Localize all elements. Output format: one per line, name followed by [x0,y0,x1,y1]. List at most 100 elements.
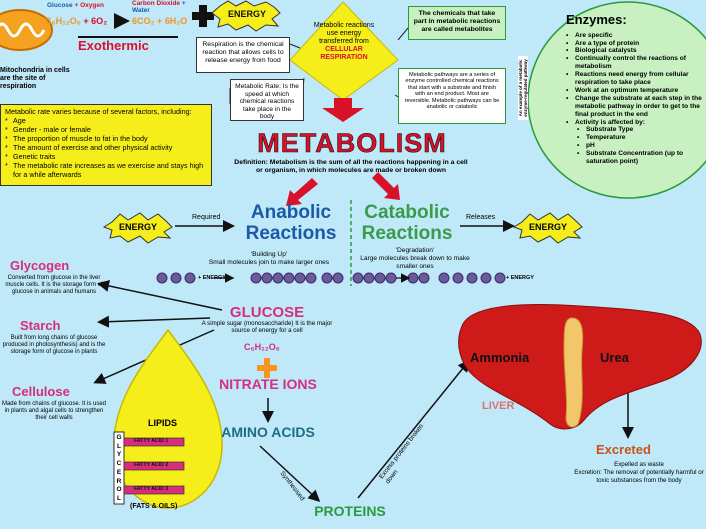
metabolic-rate-def-note: Metabolic Rate: Is the speed at which ch… [230,79,304,121]
equation-reactants: Glucose + Oxygen [47,2,104,9]
lipids-title: LIPIDS [148,418,178,428]
mitochondria-note: Mitochondria in cells are the site of re… [0,67,70,91]
enzyme-sub-item: Substrate Concentration (up to saturatio… [566,150,706,166]
equation-products: Carbon Dioxide + Water [132,0,186,14]
glycerol-letter: L [117,442,121,450]
enzymes-panel: Enzymes: Are specific Are a type of prot… [566,12,706,166]
catabolic-description: Large molecules break down to make small… [360,254,470,270]
anabolic-description: Small molecules join to make larger ones [208,258,330,266]
enzyme-item: Activity is affected by: [566,119,706,127]
arrow-to-anabolic-icon [286,178,318,206]
energy-label-left: ENERGY [119,222,158,232]
factor-item: The amount of exercise and other physica… [5,143,207,152]
factor-item: Genetic traits [5,152,207,161]
respiration-note: Respiration is the chemical reaction tha… [196,37,290,73]
enzyme-item: Reactions need energy from cellular resp… [566,71,706,87]
metabolic-rate-heading: Metabolic rate varies because of several… [5,107,192,116]
catabolic-title-line1: Catabolic [364,202,450,223]
starch-title: Starch [20,318,61,333]
glucose-formula: C₆H₁₂O₆ [45,16,81,26]
orange-plus-icon [257,358,277,378]
oxygen-label: Oxygen [80,2,104,9]
enzyme-item: Work at an optimum temperature [566,87,706,95]
anabolic-subtitle: 'Building Up' [250,251,288,258]
releases-label: Releases [466,214,496,221]
lipids-footer: (FATS & OILS) [130,503,178,510]
excreted-title: Excreted [596,442,651,457]
glycogen-desc: Converted from glucose in the liver musc… [5,275,103,296]
excreted-desc-2: Excretion: The removal of potentially ha… [574,468,704,484]
fatty-acid-bars [123,437,185,495]
glycerol-letter: C [116,460,122,468]
glycerol-letter: E [116,468,122,476]
enzymes-title: Enzymes: [566,12,627,27]
pathways-note: Metabolic pathways are a series of enzym… [398,68,506,124]
metabolic-rate-list: Age Gender - male or female The proporti… [5,116,207,179]
urea-label: Urea [600,350,629,365]
products-formula: 6CO₂ + 6H₂O [132,16,188,26]
metabolic-rate-box: Metabolic rate varies because of several… [0,104,212,186]
plus-icon [192,5,214,27]
glucose-desc: A simple sugar (monosaccharide) It is th… [201,320,333,335]
energy-label-right: ENERGY [529,222,568,232]
proteins-title: PROTEINS [314,503,386,519]
metabolic-reactions-text: Metabolic reactions use energy transferr… [313,22,375,46]
metabolic-reactions-note: Metabolic reactions use energy transferr… [312,22,376,62]
catabolic-subtitle: 'Degradation' [395,247,435,254]
glucose-label: Glucose [47,2,73,9]
arrow-to-catabolic-icon [372,172,400,200]
liver-label: LIVER [482,400,515,412]
metabolites-note: The chemicals that take part in metaboli… [408,6,506,40]
catabolic-plus-energy: + ENERGY [506,275,534,281]
cellulose-desc: Made from chains of glucose. It is used … [1,401,107,422]
catabolic-title-line2: Reactions [361,222,453,244]
excreted-desc-1: Expelled as waste [614,461,664,468]
equation-formula: C₆H₁₂O₆ + 6O₂ [45,16,107,26]
fatty-acid-3: FATTY ACID 3 [134,486,169,492]
enzyme-item: Are specific [566,32,706,40]
anabolic-desc: 'Building Up' Small molecules join to ma… [194,251,344,267]
glucose-formula-center: C₆H₁₂O₆ [244,342,280,352]
enzyme-item: Biological catalysts [566,47,706,55]
fatty-acid-1: FATTY ACID 1 [134,438,169,444]
glycerol-letters: G L Y C E R O L [114,434,124,504]
ammonia-label: Ammonia [470,350,530,365]
glycogen-title: Glycogen [10,258,70,273]
enzyme-sub-item: Substrate Type [566,126,706,134]
glycerol-letter: Y [116,451,122,459]
energy-burst-icon [211,0,281,32]
carbon-dioxide-label: Carbon Dioxide [132,0,181,7]
factor-item: The proportion of muscle to fat in the b… [5,134,207,143]
cellular-respiration-label: CELLULAR RESPIRATION [320,46,368,62]
enzyme-sub-item: Temperature [566,134,706,142]
enzyme-item: Are a type of protein [566,40,706,48]
excreted-desc: Expelled as waste Excretion: The removal… [572,461,706,484]
enzyme-side-note: An example of a metabolic enzyme-regulat… [518,56,528,120]
exothermic-label: Exothermic [78,36,178,53]
catabolic-desc: 'Degradation' Large molecules break down… [356,247,474,271]
mitochondria-icon [0,9,53,51]
catabolic-title: Catabolic Reactions [352,202,462,245]
anabolic-molecules [156,272,506,284]
glycerol-letter: G [116,434,122,441]
gallbladder-shape [563,317,584,428]
glucose-title: GLUCOSE [229,304,305,321]
enzymes-list: Are specific Are a type of protein Biolo… [566,32,706,166]
anabolic-title: Anabolic Reactions [232,202,350,245]
enzyme-sub-item: pH [566,142,706,150]
energy-label-top: ENERGY [228,9,267,19]
nitrate-title: NITRATE IONS [219,376,317,392]
starch-desc: Built from long chains of glucose produc… [2,335,106,356]
amino-title: AMINO ACIDS [221,424,315,440]
anabolic-title-line1: Anabolic [250,202,332,223]
glycerol-letter: L [117,494,121,502]
factor-item: Gender - male or female [5,125,207,134]
oxygen-formula: + 6O₂ [83,16,108,26]
enzyme-item: Continually control the reactions of met… [566,55,706,71]
anabolic-plus-energy: + ENERGY [198,275,226,281]
water-label: Water [132,6,150,14]
down-arrow-icon [322,98,364,122]
fatty-acid-2: FATTY ACID 2 [134,462,169,468]
energy-burst-left-icon [102,212,173,244]
